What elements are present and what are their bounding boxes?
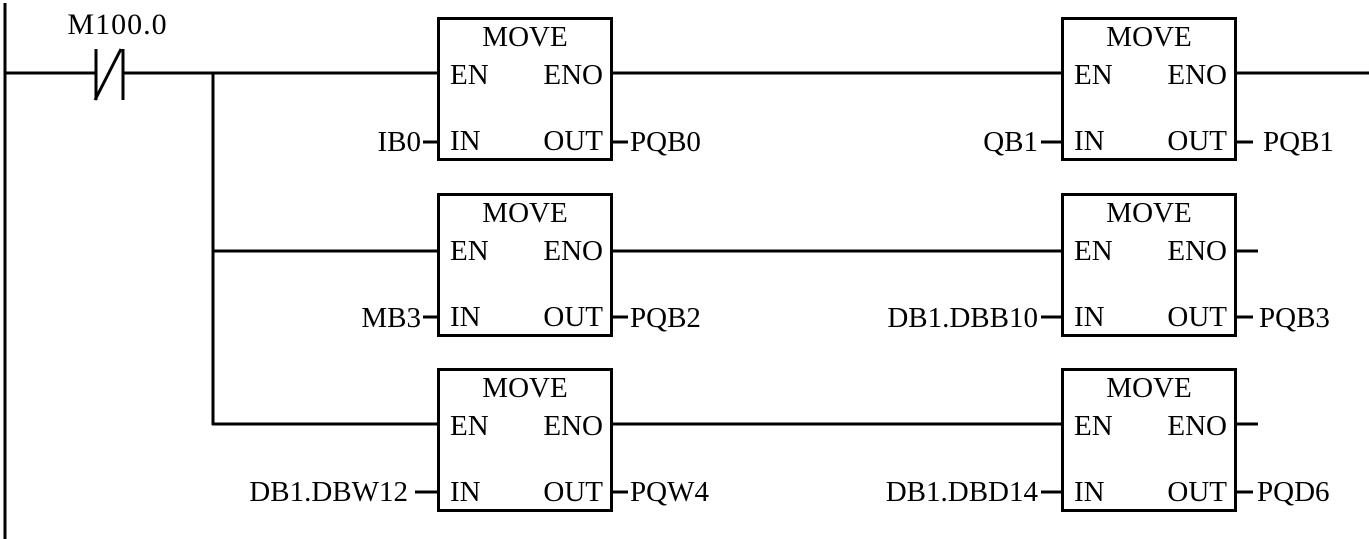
pin-out-label: OUT bbox=[543, 476, 603, 508]
pin-eno-label: ENO bbox=[543, 235, 603, 267]
block-title: MOVE bbox=[1106, 372, 1192, 404]
pin-en-label: EN bbox=[450, 410, 489, 442]
block-title: MOVE bbox=[482, 372, 568, 404]
pin-eno-label: ENO bbox=[543, 410, 603, 442]
pin-en-label: EN bbox=[1074, 410, 1113, 442]
pin-out-label: OUT bbox=[1167, 476, 1227, 508]
pin-eno-label: ENO bbox=[1167, 59, 1227, 91]
pin-en-label: EN bbox=[1074, 59, 1113, 91]
block-title: MOVE bbox=[1106, 21, 1192, 53]
block-title: MOVE bbox=[482, 197, 568, 229]
in-operand-block3: MB3 bbox=[361, 302, 421, 334]
pin-eno-label: ENO bbox=[543, 59, 603, 91]
out-operand-block1: PQB0 bbox=[630, 126, 701, 158]
in-operand-block6: DB1.DBD14 bbox=[885, 476, 1038, 508]
in-operand-block1: IB0 bbox=[377, 126, 422, 158]
pin-en-label: EN bbox=[450, 235, 489, 267]
pin-out-label: OUT bbox=[1167, 301, 1227, 333]
pin-in-label: IN bbox=[1074, 301, 1105, 333]
move-block-2: MOVE EN ENO IN OUT bbox=[1061, 17, 1237, 161]
in-operand-block5: DB1.DBW12 bbox=[249, 476, 408, 508]
move-block-6: MOVE EN ENO IN OUT bbox=[1061, 368, 1237, 512]
pin-in-label: IN bbox=[450, 125, 481, 157]
pin-eno-label: ENO bbox=[1167, 235, 1227, 267]
pin-en-label: EN bbox=[1074, 235, 1113, 267]
pin-out-label: OUT bbox=[543, 125, 603, 157]
pin-out-label: OUT bbox=[543, 301, 603, 333]
block-title: MOVE bbox=[482, 21, 568, 53]
move-block-3: MOVE EN ENO IN OUT bbox=[437, 193, 613, 337]
in-operand-block2: QB1 bbox=[983, 126, 1038, 158]
in-operand-block4: DB1.DBB10 bbox=[887, 302, 1038, 334]
pin-eno-label: ENO bbox=[1167, 410, 1227, 442]
pin-in-label: IN bbox=[450, 301, 481, 333]
out-operand-block2: PQB1 bbox=[1263, 126, 1334, 158]
out-operand-block4: PQB3 bbox=[1259, 302, 1330, 334]
out-operand-block6: PQD6 bbox=[1257, 476, 1330, 508]
out-operand-block3: PQB2 bbox=[630, 302, 701, 334]
pin-en-label: EN bbox=[450, 59, 489, 91]
contact-slash bbox=[93, 48, 123, 101]
block-title: MOVE bbox=[1106, 197, 1192, 229]
move-block-5: MOVE EN ENO IN OUT bbox=[437, 368, 613, 512]
pin-in-label: IN bbox=[450, 476, 481, 508]
pin-in-label: IN bbox=[1074, 125, 1105, 157]
pin-out-label: OUT bbox=[1167, 125, 1227, 157]
pin-in-label: IN bbox=[1074, 476, 1105, 508]
move-block-4: MOVE EN ENO IN OUT bbox=[1061, 193, 1237, 337]
out-operand-block5: PQW4 bbox=[630, 476, 709, 508]
move-block-1: MOVE EN ENO IN OUT bbox=[437, 17, 613, 161]
contact-label: M100.0 bbox=[67, 8, 168, 41]
